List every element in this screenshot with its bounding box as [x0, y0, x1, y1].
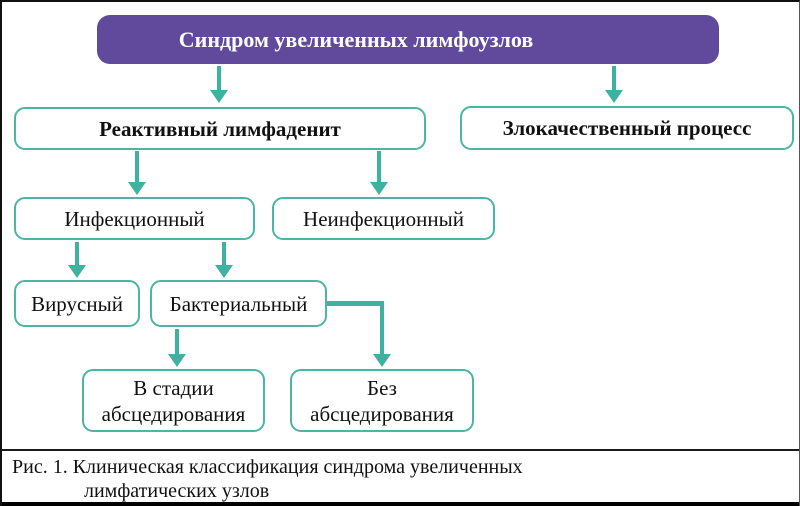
- figure-caption: Рис. 1. Клиническая классификация синдро…: [12, 455, 523, 503]
- arrow-head-icon: [370, 182, 388, 195]
- arrow-stem: [175, 329, 179, 356]
- arrow-root-to-reactive: [210, 66, 228, 103]
- node-infectious: Инфекционный: [14, 197, 255, 240]
- arrow-reactive-to-noninfectious: [370, 151, 388, 195]
- arrow-stem: [135, 151, 139, 184]
- node-noninfectious: Неинфекционный: [272, 197, 495, 240]
- figure-caption-line1: Рис. 1. Клиническая классификация синдро…: [12, 456, 523, 478]
- arrow-stem: [75, 242, 79, 267]
- arrow-stem: [380, 302, 384, 356]
- arrow-reactive-to-infectious: [128, 151, 146, 195]
- elbow-connector-bacterial: [327, 301, 384, 306]
- arrow-root-to-malignant: [605, 66, 623, 103]
- node-viral: Вирусный: [14, 280, 140, 327]
- node-abscess-stage: В стадии абсцедирования: [82, 369, 265, 432]
- arrow-head-icon: [605, 90, 623, 103]
- arrow-stem: [222, 242, 226, 267]
- arrow-head-icon: [168, 354, 186, 367]
- node-malignant-process: Злокачественный процесс: [460, 106, 794, 150]
- figure-caption-line2: лимфатических узлов: [84, 480, 270, 502]
- arrow-infectious-to-bacterial: [215, 242, 233, 278]
- node-without-abscess: Без абсцедирования: [290, 369, 474, 432]
- arrow-head-icon: [215, 265, 233, 278]
- node-reactive-lymphadenitis: Реактивный лимфаденит: [14, 107, 426, 150]
- arrow-infectious-to-viral: [68, 242, 86, 278]
- arrow-stem: [612, 66, 616, 92]
- node-enlarged-lymph-nodes-syndrome: Синдром увеличенных лимфоузлов: [97, 15, 719, 64]
- node-bacterial: Бактериальный: [150, 280, 327, 327]
- arrow-head-icon: [68, 265, 86, 278]
- arrow-bacterial-to-without-abscess: [373, 302, 391, 367]
- bottom-border-bar: [2, 502, 799, 506]
- arrow-head-icon: [128, 182, 146, 195]
- arrow-stem: [217, 66, 221, 92]
- arrow-head-icon: [373, 354, 391, 367]
- arrow-head-icon: [210, 90, 228, 103]
- arrow-bacterial-to-abscess-stage: [168, 329, 186, 367]
- arrow-stem: [377, 151, 381, 184]
- caption-separator-line: [2, 449, 799, 451]
